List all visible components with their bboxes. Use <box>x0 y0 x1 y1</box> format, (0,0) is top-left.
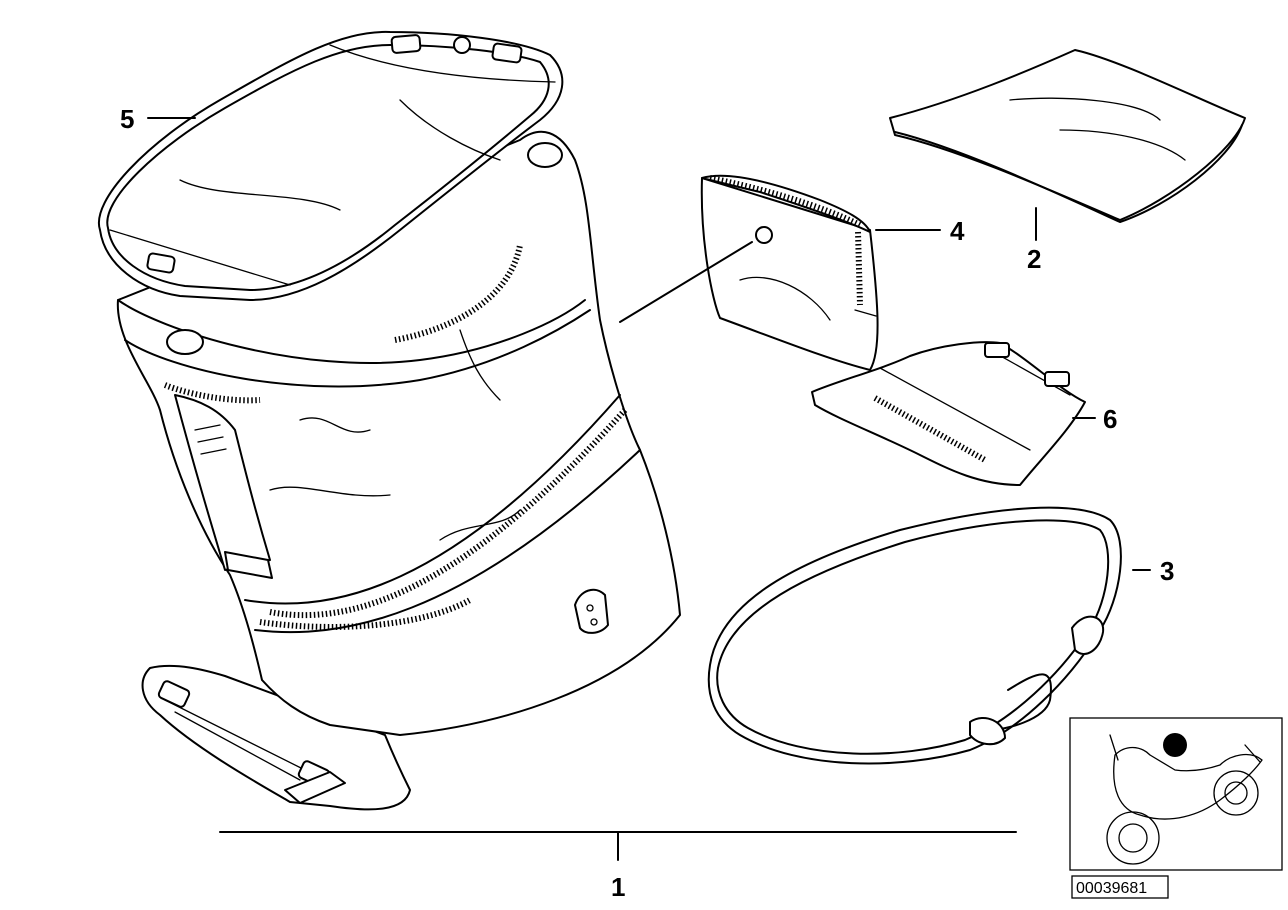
map-plate-illustration <box>811 341 1086 486</box>
diagram-number-box: 00039681 <box>1071 875 1169 899</box>
pouch-illustration <box>700 174 879 371</box>
leader-lines <box>147 117 1151 861</box>
diagram-number: 00039681 <box>1076 880 1147 897</box>
location-marker-icon <box>1163 733 1187 757</box>
callout-5: 5 <box>120 104 134 134</box>
seat-cushion-illustration <box>889 49 1246 223</box>
callout-4: 4 <box>950 216 965 246</box>
callout-1: 1 <box>611 872 625 902</box>
tank-bag-illustration <box>97 30 681 811</box>
callout-6: 6 <box>1103 404 1117 434</box>
motorcycle-thumbnail <box>1069 717 1283 871</box>
elastic-strap-illustration <box>707 506 1122 765</box>
callout-2: 2 <box>1027 244 1041 274</box>
callout-3: 3 <box>1160 556 1174 586</box>
